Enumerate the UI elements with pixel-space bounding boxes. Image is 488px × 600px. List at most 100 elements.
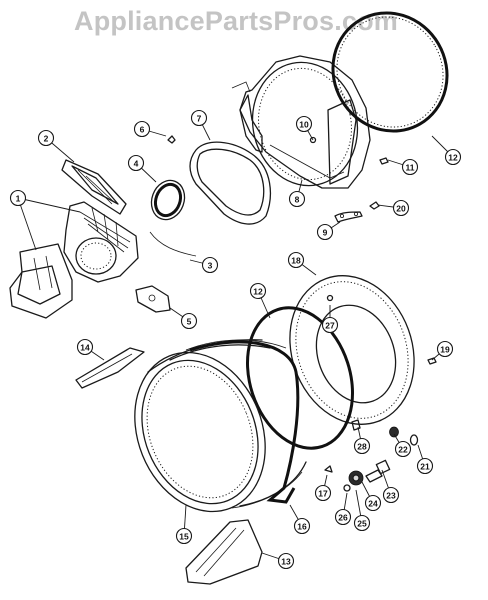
- callout-front-felt-seal: 12: [444, 148, 462, 166]
- callout-circle: [353, 514, 371, 532]
- callout-harness: 3: [201, 256, 219, 274]
- callout-circle: [321, 316, 339, 334]
- callout-number: 24: [368, 499, 378, 509]
- callout-circle: [175, 527, 193, 545]
- callout-number: 12: [448, 153, 458, 163]
- callout-number: 18: [291, 256, 301, 266]
- callout-circle: [288, 190, 306, 208]
- callout-circle: [416, 457, 434, 475]
- callout-circle: [444, 148, 462, 166]
- callout-number: 4: [134, 159, 139, 169]
- callout-number: 25: [357, 519, 367, 529]
- callout-bracket: 5: [180, 312, 198, 330]
- rear-hardware-drawing: [324, 357, 437, 492]
- bearing-ring-drawing: [149, 179, 197, 257]
- callout-bulkhead-bottom-cover: 13: [277, 552, 295, 570]
- callout-number: 15: [179, 532, 189, 542]
- callout-circle: [180, 312, 198, 330]
- callout-washer-small: 28: [353, 437, 371, 455]
- callout-number: 1: [16, 194, 21, 204]
- callout-circle: [190, 109, 208, 127]
- callout-clip: 26: [334, 508, 352, 526]
- callout-washer: 21: [416, 457, 434, 475]
- callout-screw-bulkhead: 10: [295, 115, 313, 133]
- callout-number: 17: [318, 489, 328, 499]
- callout-circle: [394, 440, 412, 458]
- callout-number: 26: [338, 513, 348, 523]
- callout-screw-small: 6: [133, 120, 151, 138]
- callout-circle: [436, 340, 454, 358]
- callout-number: 16: [297, 522, 307, 532]
- callout-blower-housing: 1: [9, 189, 27, 207]
- watermark: AppliancePartsPros.com: [74, 6, 399, 36]
- rear-bulkhead-drawing: [289, 275, 415, 425]
- bulkhead-bottom-cover-drawing: [185, 519, 263, 585]
- callout-number: 14: [80, 343, 90, 353]
- callout-number: 22: [398, 445, 408, 455]
- callout-circle: [133, 120, 151, 138]
- callout-circle: [201, 256, 219, 274]
- callout-number: 5: [187, 317, 192, 327]
- callout-rear-bulkhead: 18: [287, 251, 305, 269]
- callout-number: 3: [208, 261, 213, 271]
- blower-housing-upper-drawing: [63, 201, 139, 283]
- callout-labels: 1234567891011121213141516171819202122232…: [9, 109, 462, 570]
- leader-line-blower-housing: [17, 197, 81, 213]
- callout-nut: 11: [401, 158, 419, 176]
- callout-roller: 24: [364, 494, 382, 512]
- hardware-top: [167, 135, 389, 223]
- callout-nut-shaft: 22: [394, 440, 412, 458]
- callout-number: 27: [325, 321, 335, 331]
- blower-housing-lower-drawing: [9, 243, 73, 319]
- callout-number: 28: [357, 442, 367, 452]
- callout-circle: [364, 494, 382, 512]
- callout-number: 13: [281, 557, 291, 567]
- bracket-drawing: [135, 285, 171, 313]
- callout-bearing-ring: 4: [127, 154, 145, 172]
- callout-number: 10: [299, 120, 309, 130]
- callout-bearing-shaft: 23: [382, 486, 400, 504]
- callout-number: 11: [406, 163, 415, 173]
- callout-number: 8: [295, 195, 300, 205]
- callout-circle: [127, 154, 145, 172]
- callout-number: 12: [253, 287, 263, 297]
- callout-screw-right: 20: [392, 199, 410, 217]
- callout-drum: 15: [175, 527, 193, 545]
- callout-number: 9: [323, 228, 328, 238]
- callout-hub: 25: [353, 514, 371, 532]
- callout-number: 2: [44, 134, 49, 144]
- drum-baffle-drawing: [75, 347, 145, 389]
- callout-number: 19: [440, 345, 450, 355]
- callout-number: 23: [386, 491, 396, 501]
- callout-number: 6: [140, 125, 145, 135]
- callout-door-gasket: 7: [190, 109, 208, 127]
- callout-circle: [314, 484, 332, 502]
- callout-circle: [287, 251, 305, 269]
- callout-bracket-small: 9: [316, 223, 334, 241]
- front-bulkhead-drawing: [231, 55, 371, 189]
- callout-rear-felt-seal: 12: [249, 282, 267, 300]
- callout-number: 7: [197, 114, 202, 124]
- callout-circle: [249, 282, 267, 300]
- callout-drum-baffle: 14: [76, 338, 94, 356]
- callout-circle: [37, 129, 55, 147]
- callout-front-bulkhead: 8: [288, 190, 306, 208]
- callout-number: 21: [420, 462, 430, 472]
- callout-circle: [9, 189, 27, 207]
- callout-circle: [334, 508, 352, 526]
- callout-circle: [392, 199, 410, 217]
- callout-circle: [76, 338, 94, 356]
- callout-circle: [401, 158, 419, 176]
- callout-lint-filter: 2: [37, 129, 55, 147]
- callout-screw-rear-right: 19: [436, 340, 454, 358]
- callout-circle: [382, 486, 400, 504]
- callout-circle: [316, 223, 334, 241]
- leader-line-blower-housing: [17, 197, 37, 251]
- callout-screw-inner: 27: [321, 316, 339, 334]
- callout-drive-belt: 16: [293, 517, 311, 535]
- lint-filter-drawing: [61, 159, 127, 215]
- callout-circle: [295, 115, 313, 133]
- callout-screw-rear: 17: [314, 484, 332, 502]
